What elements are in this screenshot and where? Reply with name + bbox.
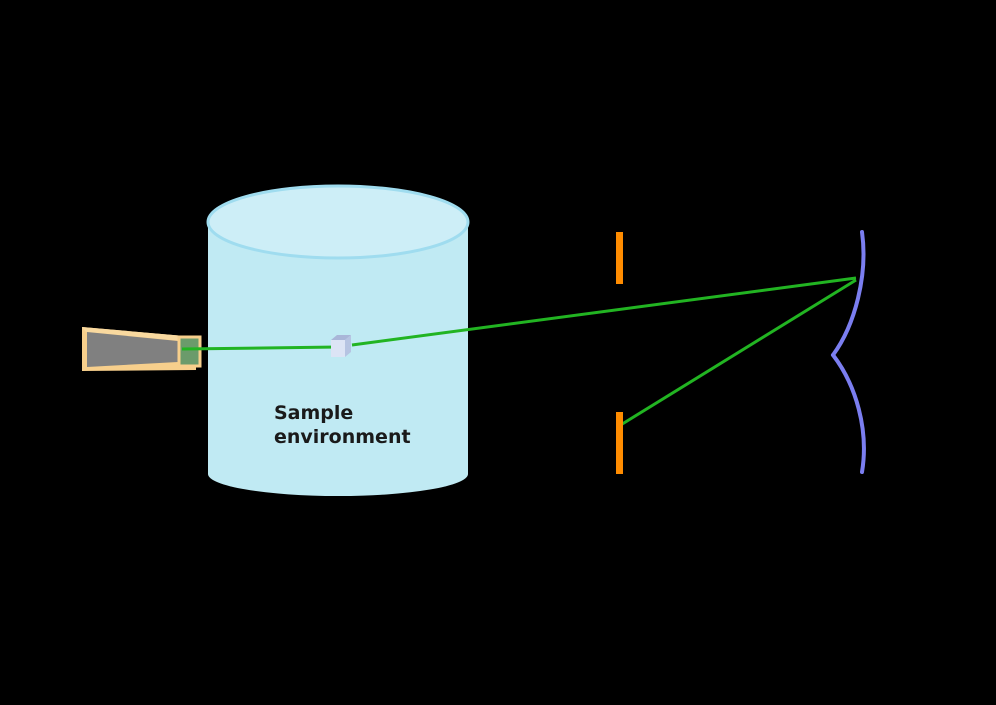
sample-cube-front-face <box>331 340 345 357</box>
beam-group <box>181 276 857 428</box>
curved-detector-bank <box>831 230 866 474</box>
upper-slit <box>616 232 623 284</box>
incident-beam-collimator <box>82 327 202 371</box>
cylinder-top-ellipse <box>206 184 470 260</box>
sample-cube-top-face <box>331 335 351 340</box>
sample-environment-label-line1: Sample <box>274 402 353 424</box>
lower-slit <box>616 412 623 474</box>
collimator-body <box>87 332 178 367</box>
detector-arc-lower <box>831 353 866 474</box>
sample-cube <box>331 335 351 357</box>
scattered-beam-upper <box>351 276 857 347</box>
detector-arc-upper <box>831 230 866 357</box>
scattered-beam-lower <box>618 278 857 428</box>
sample-environment-label: Sample environment <box>274 402 411 448</box>
slit-group <box>616 232 623 474</box>
sample-environment-vessel <box>206 184 470 496</box>
collimator-window <box>177 335 202 368</box>
sample-cube-side-face <box>345 335 351 357</box>
cylinder-body <box>208 222 468 496</box>
collimator-outline-top-face <box>82 327 196 342</box>
incident-beam <box>181 345 339 351</box>
sample-environment-label-line2: environment <box>274 426 411 448</box>
